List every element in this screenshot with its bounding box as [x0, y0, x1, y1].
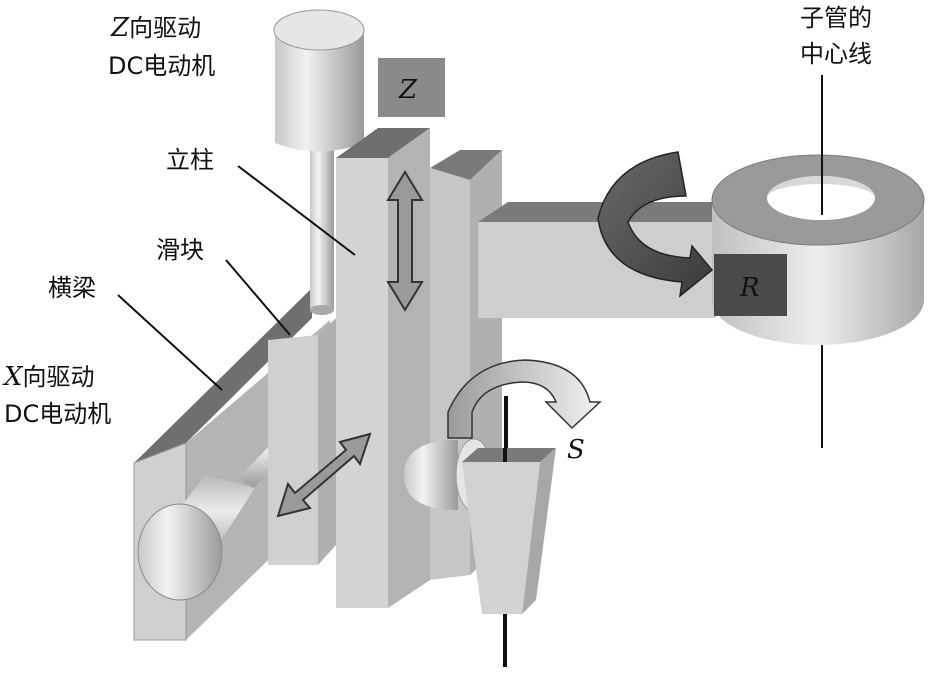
beam-label: 横梁	[48, 274, 96, 302]
r-axis-label: R	[739, 273, 760, 303]
s-axis-label: S	[567, 435, 585, 465]
z-axis-label: Z	[398, 75, 418, 105]
x-motor-label-line1: X向驱动	[2, 362, 95, 392]
slider	[268, 318, 336, 565]
slider-leader	[225, 259, 291, 336]
column-label: 立柱	[166, 146, 214, 174]
x-motor-label-line2: DC电动机	[4, 400, 111, 428]
z-travel-arrow	[386, 170, 424, 312]
tube-centerline-label-line2: 中心线	[800, 40, 872, 68]
clamp	[462, 448, 556, 614]
z-axis-box: Z	[378, 58, 445, 117]
tube-centerline-label-line1: 子管的	[800, 4, 872, 32]
column-leader	[237, 165, 356, 256]
slider-label: 滑块	[156, 236, 204, 264]
z-motor-label-line2: DC电动机	[108, 52, 215, 80]
arm	[478, 202, 746, 318]
tube-ring	[711, 154, 925, 345]
s-rotation-arrow	[447, 359, 602, 439]
r-rotation-arrow	[597, 151, 714, 298]
z-motor-label-line1: Z向驱动	[110, 13, 201, 43]
beam-leader	[117, 294, 223, 391]
x-travel-arrow	[276, 432, 372, 518]
r-axis-box: R	[714, 254, 787, 316]
